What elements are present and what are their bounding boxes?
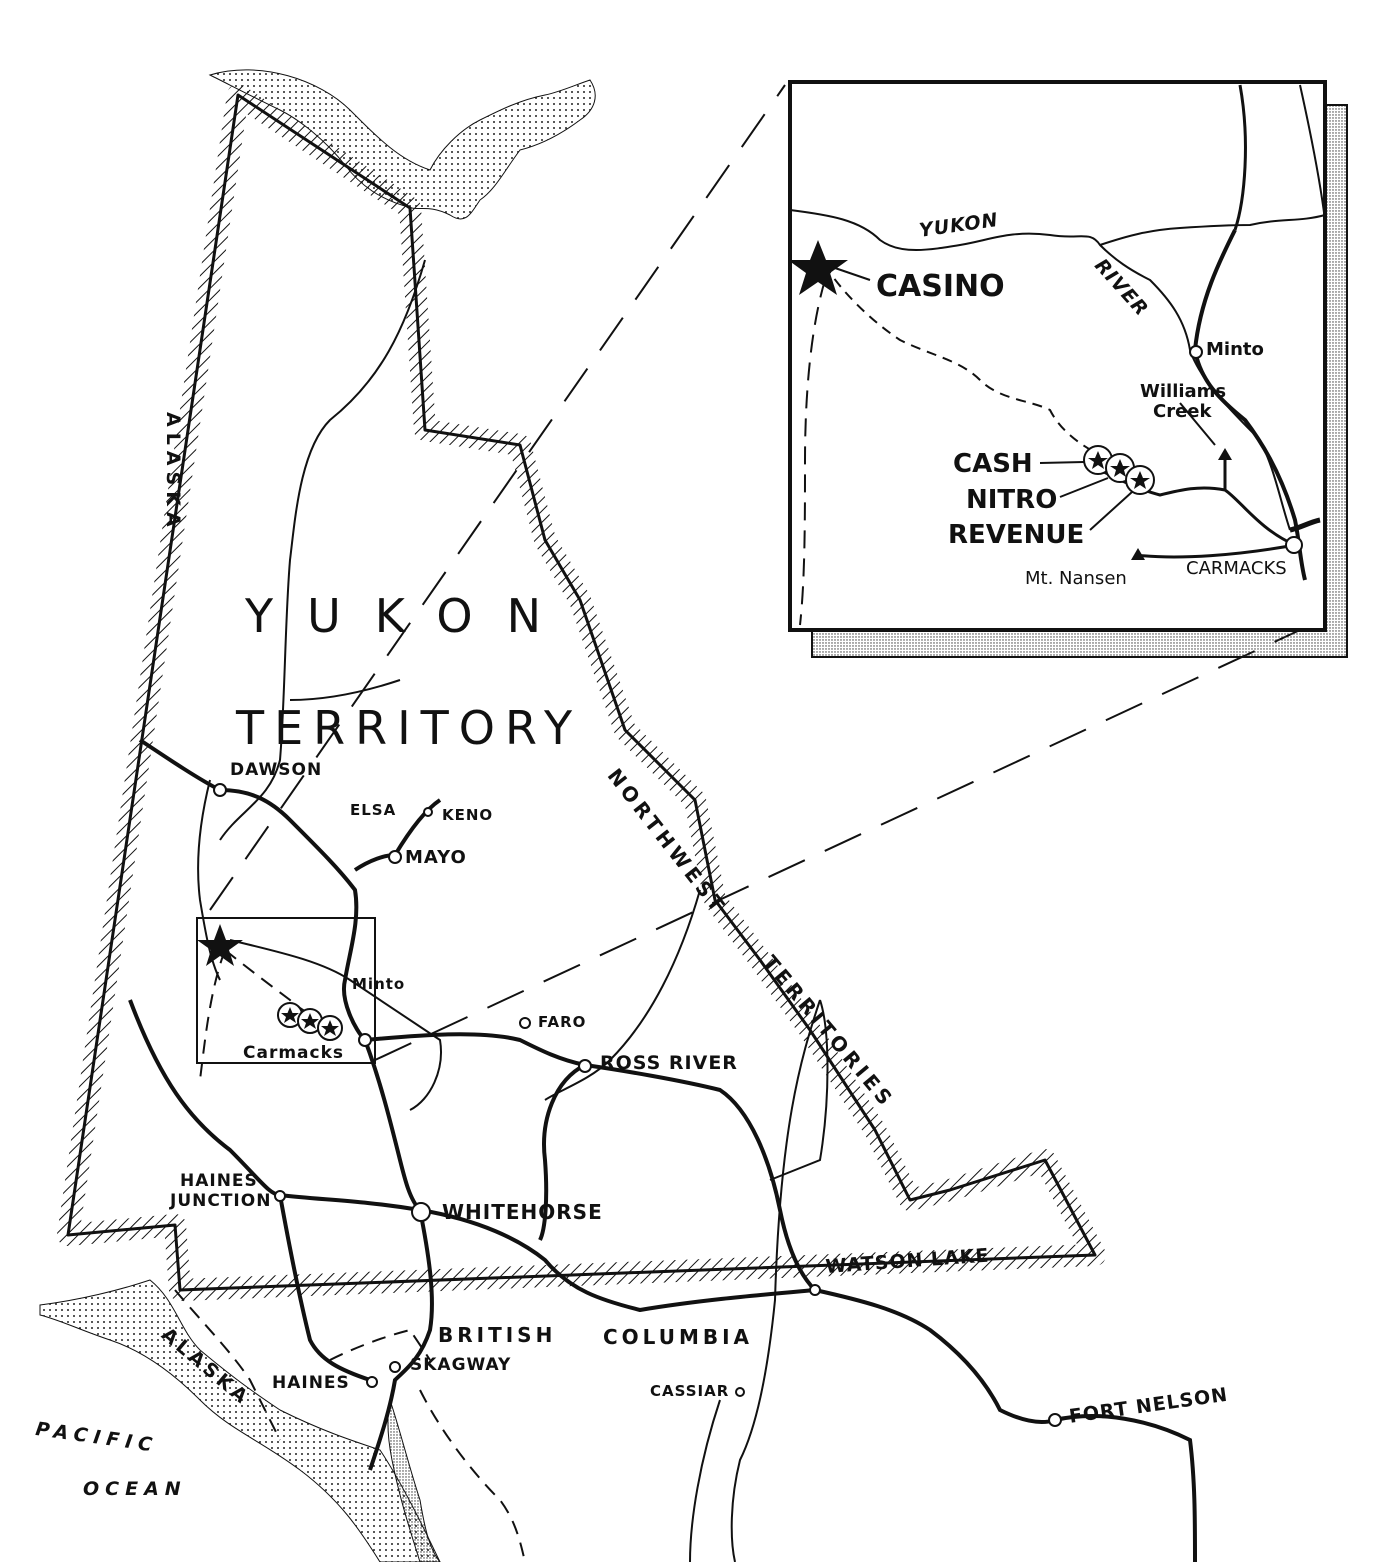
haines-junction-label-2: JUNCTION xyxy=(170,1191,272,1211)
haines-junction-label-1: HAINES xyxy=(180,1171,258,1191)
cash-label: CASH xyxy=(953,449,1033,479)
locator-box xyxy=(196,917,376,1064)
revenue-label: REVENUE xyxy=(948,520,1085,550)
minto-label: Minto xyxy=(352,975,406,993)
elsa-label: ELSA xyxy=(350,801,397,819)
cassiar-label: CASSIAR xyxy=(650,1382,730,1400)
inset-carmacks-label: CARMACKS xyxy=(1186,558,1287,579)
faro-label: FARO xyxy=(538,1013,587,1031)
casino-label: CASINO xyxy=(876,269,1005,304)
rivers xyxy=(197,259,829,1562)
skagway-label: SKAGWAY xyxy=(410,1355,512,1375)
haines-label: HAINES xyxy=(272,1373,350,1393)
alaska-north-label: ALASKA xyxy=(162,412,184,533)
yukon-label: YUKON xyxy=(245,589,576,643)
casino-star-small xyxy=(197,924,243,966)
dawson-label: DAWSON xyxy=(230,760,323,780)
inset-minto-label: Minto xyxy=(1206,339,1264,360)
williams-label: Williams xyxy=(1140,381,1227,402)
mayo-label: MAYO xyxy=(405,847,467,868)
columbia-label: COLUMBIA xyxy=(603,1325,754,1349)
whitehorse-label: WHITEHORSE xyxy=(442,1200,603,1224)
inset-map xyxy=(788,80,1348,658)
nitro-label: NITRO xyxy=(966,485,1058,515)
british-label: BRITISH xyxy=(438,1323,557,1347)
ocean-label: OCEAN xyxy=(83,1478,187,1500)
carmacks-label: Carmacks xyxy=(243,1043,345,1063)
inset-leader-lines xyxy=(209,84,1301,1061)
ross-river-label: ROSS RIVER xyxy=(600,1052,738,1074)
territory-label: TERRITORY xyxy=(236,701,583,755)
yukon-boundary xyxy=(57,84,1106,1301)
mt-nansen-label: Mt. Nansen xyxy=(1025,568,1127,589)
town-markers xyxy=(213,783,1062,1427)
pacific-coast xyxy=(39,1279,441,1562)
keno-label: KENO xyxy=(442,806,494,824)
cash-nitro-revenue-stars-small xyxy=(277,1002,343,1041)
creek-label: Creek xyxy=(1153,401,1212,422)
